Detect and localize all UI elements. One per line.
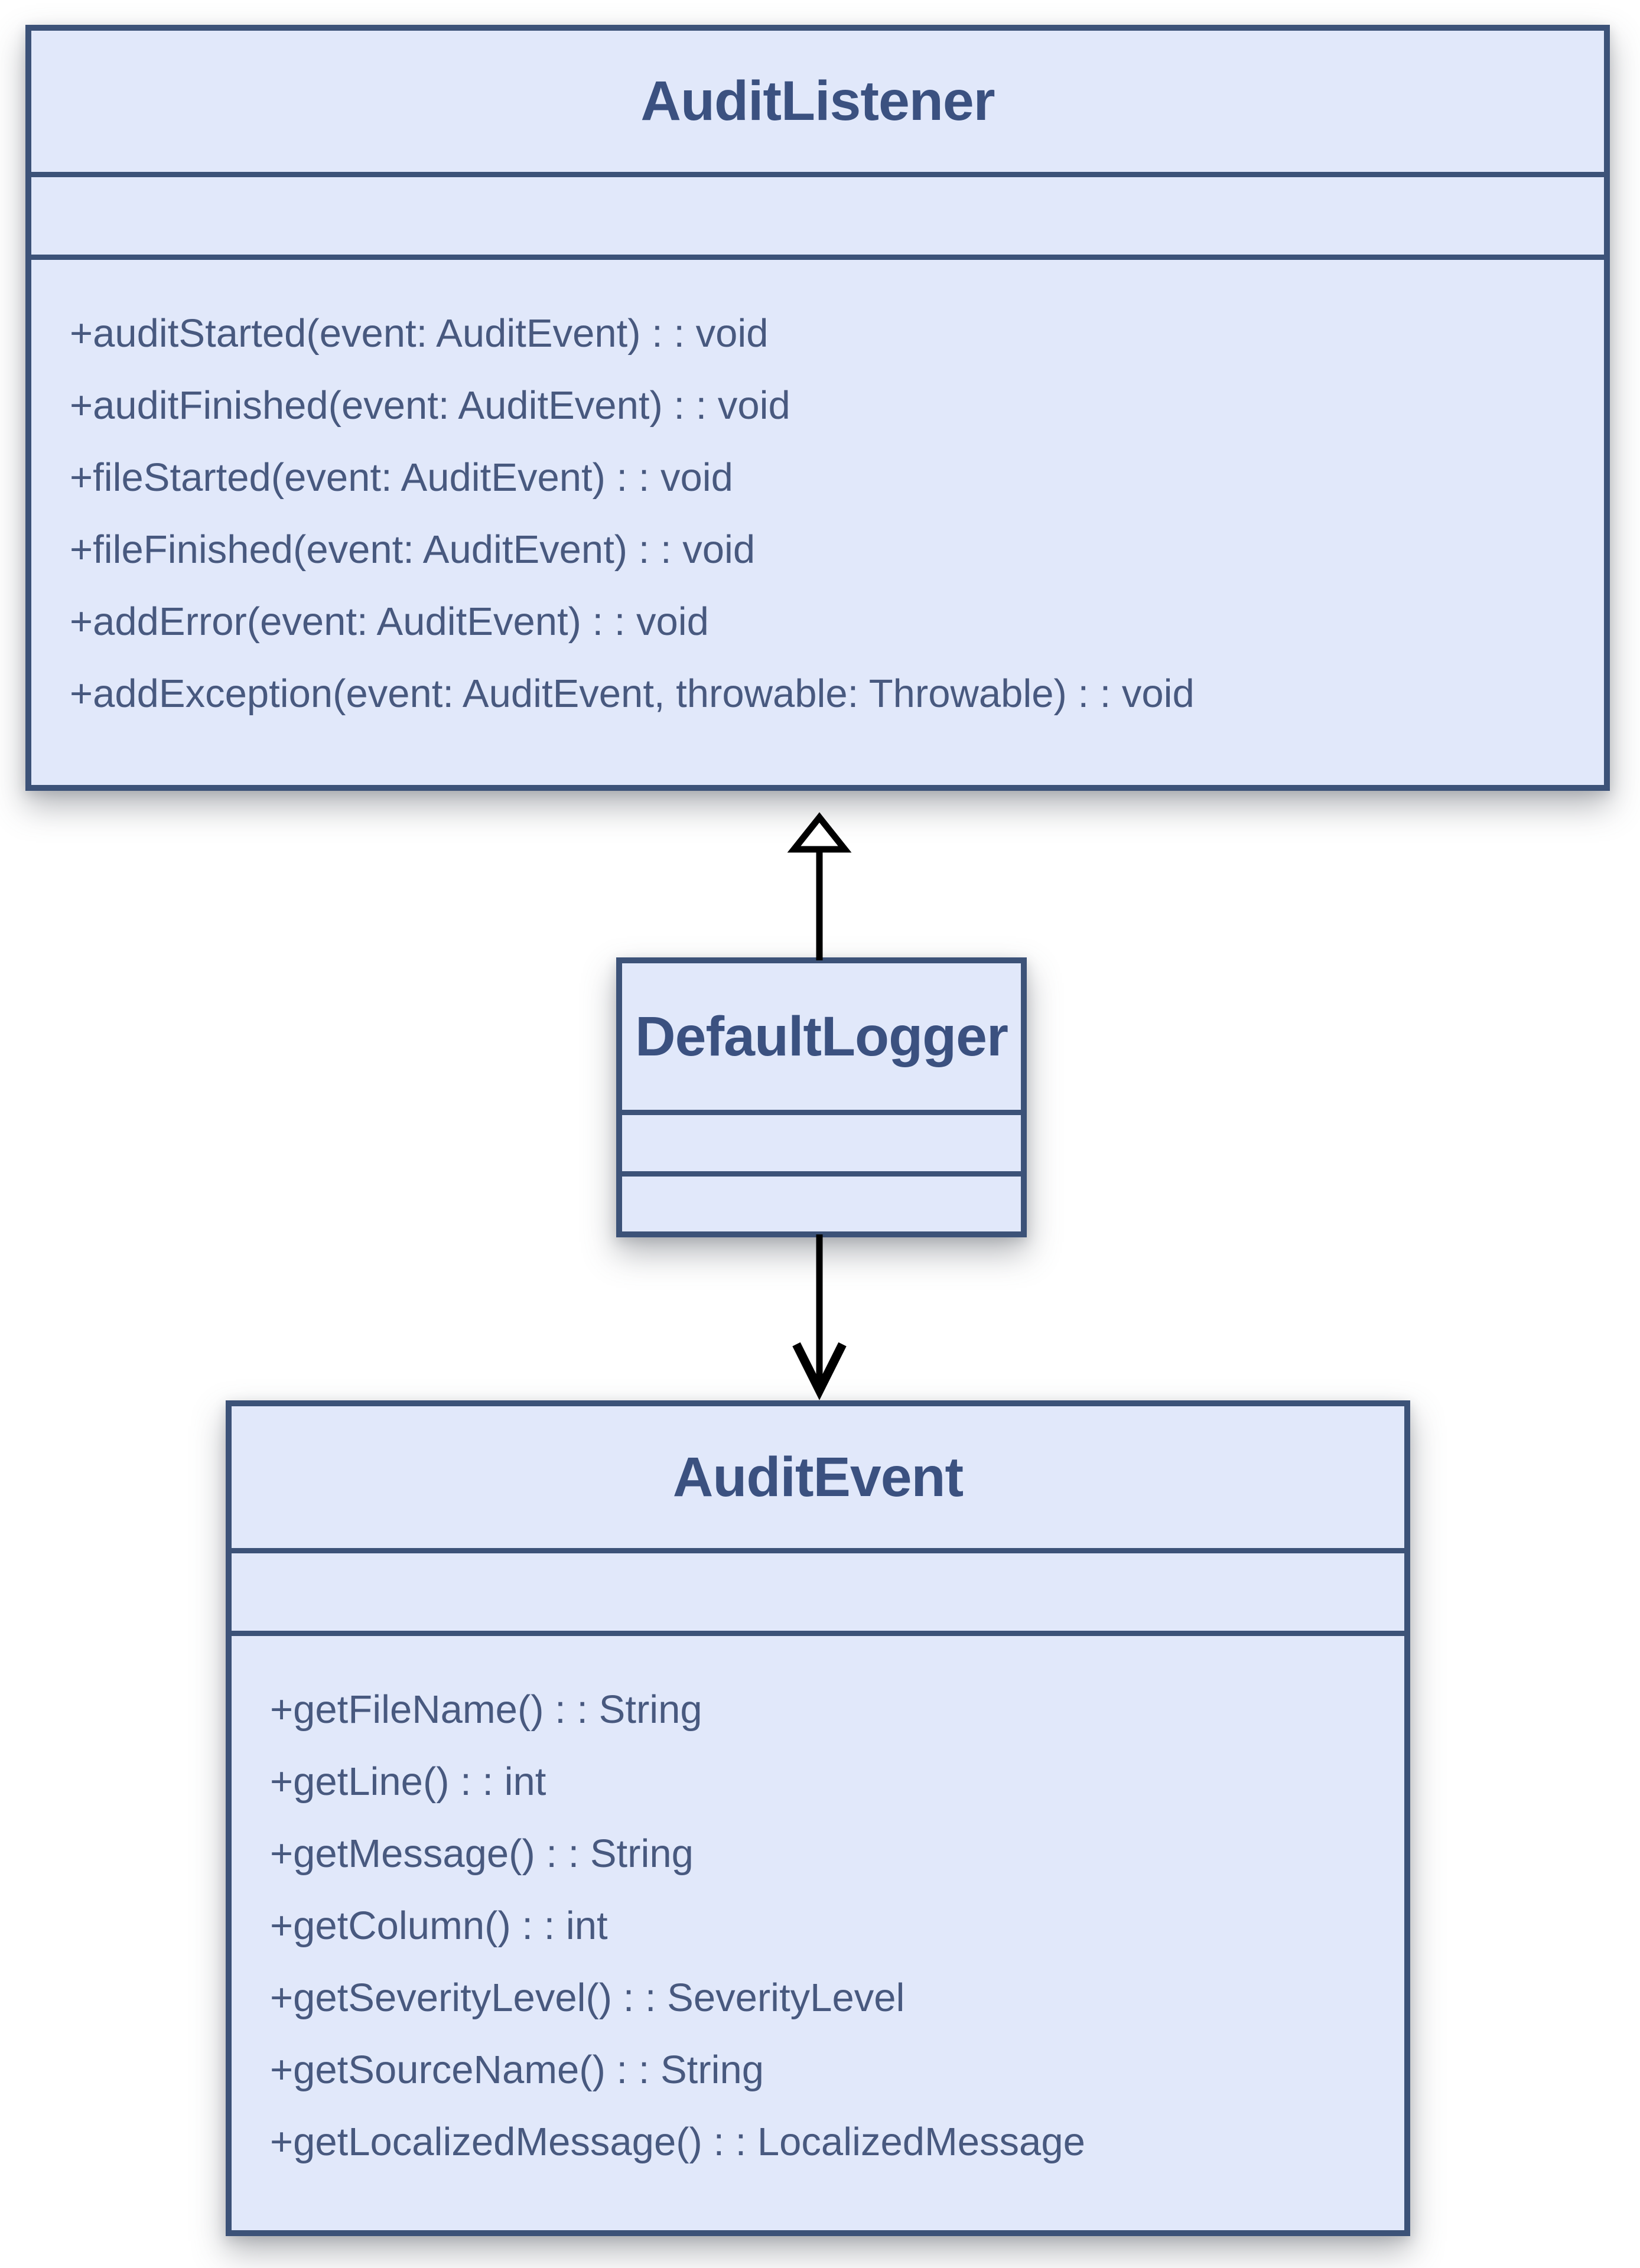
class-name: AuditEvent xyxy=(672,1445,964,1508)
method-item: +getLocalizedMessage() : : LocalizedMess… xyxy=(270,2120,1085,2164)
open-v-arrowhead xyxy=(792,1342,847,1400)
method-item: +getColumn() : : int xyxy=(270,1904,608,1948)
method-item: +fileStarted(event: AuditEvent) : : void xyxy=(70,455,733,500)
class-name: AuditListener xyxy=(640,70,995,132)
class-name: DefaultLogger xyxy=(635,1005,1008,1068)
method-item: +auditStarted(event: AuditEvent) : : voi… xyxy=(70,311,769,356)
class-title-compartment: AuditListener xyxy=(31,31,1604,177)
class-box-auditevent: AuditEvent +getFileName() : : String+get… xyxy=(226,1400,1410,2236)
method-item: +getFileName() : : String xyxy=(270,1687,702,1732)
method-item: +getSeverityLevel() : : SeverityLevel xyxy=(270,1976,905,2020)
attributes-compartment xyxy=(622,1115,1021,1177)
realization-arrow-defaultlogger-to-auditlistener xyxy=(787,812,852,960)
method-item: +fileFinished(event: AuditEvent) : : voi… xyxy=(70,527,756,572)
class-box-auditlistener: AuditListener +auditStarted(event: Audit… xyxy=(25,25,1610,791)
hollow-triangle-arrowhead xyxy=(787,812,852,853)
method-item: +getMessage() : : String xyxy=(270,1832,694,1876)
class-title-compartment: DefaultLogger xyxy=(622,963,1021,1115)
association-arrow-defaultlogger-to-auditevent xyxy=(792,1234,847,1400)
method-item: +getLine() : : int xyxy=(270,1759,546,1804)
class-title-compartment: AuditEvent xyxy=(232,1406,1404,1553)
method-item: +auditFinished(event: AuditEvent) : : vo… xyxy=(70,383,790,428)
class-box-defaultlogger: DefaultLogger xyxy=(616,957,1027,1237)
method-item: +getSourceName() : : String xyxy=(270,2048,764,2092)
methods-compartment xyxy=(622,1177,1021,1231)
methods-compartment: +auditStarted(event: AuditEvent) : : voi… xyxy=(31,260,1604,785)
methods-compartment: +getFileName() : : String +getLine() : : … xyxy=(232,1636,1404,2230)
method-item: +addException(event: AuditEvent, throwab… xyxy=(70,672,1195,716)
method-item: +addError(event: AuditEvent) : : void xyxy=(70,599,709,644)
attributes-compartment xyxy=(31,177,1604,260)
attributes-compartment xyxy=(232,1553,1404,1636)
